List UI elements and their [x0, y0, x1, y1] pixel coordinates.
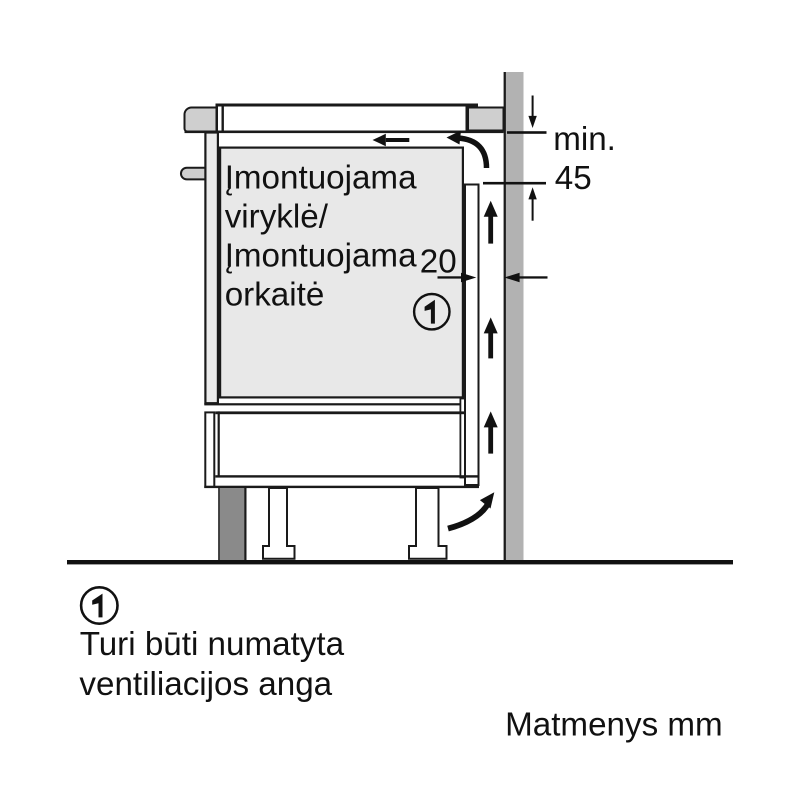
svg-text:ventiliacijos anga: ventiliacijos anga [79, 666, 332, 703]
svg-text:min.: min. [553, 121, 616, 158]
svg-text:Turi būti numatyta: Turi būti numatyta [80, 626, 345, 663]
svg-text:Įmontuojama: Įmontuojama [225, 238, 417, 275]
svg-text:20: 20 [420, 244, 457, 281]
svg-text:orkaitė: orkaitė [225, 277, 325, 314]
svg-text:Įmontuojama: Įmontuojama [225, 160, 417, 197]
svg-text:viryklė/: viryklė/ [225, 199, 329, 236]
svg-text:Matmenys mm: Matmenys mm [505, 707, 723, 744]
svg-text:45: 45 [555, 160, 592, 197]
